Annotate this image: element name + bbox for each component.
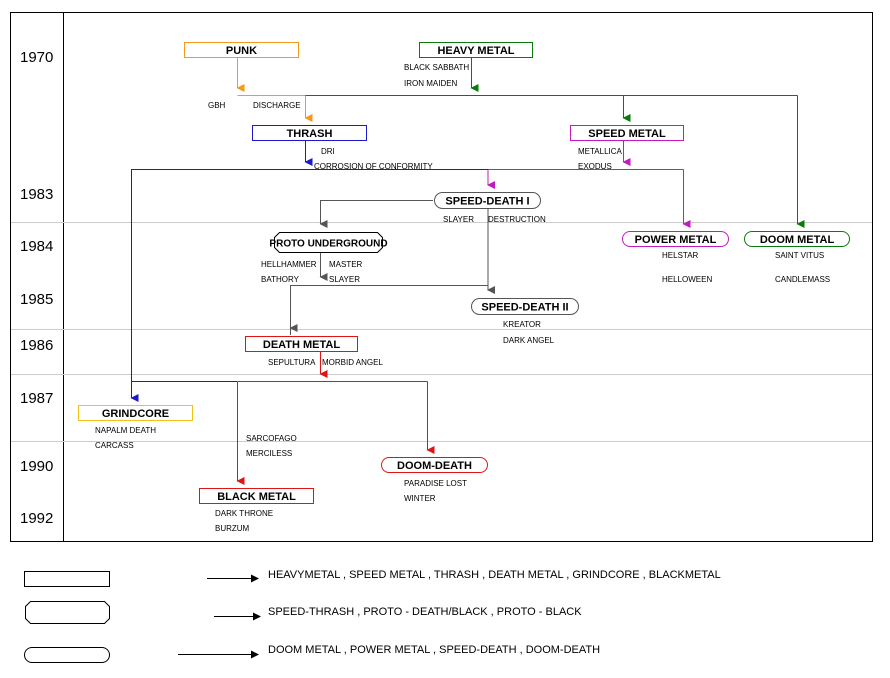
genre-grindcore-label: GRINDCORE <box>102 408 169 420</box>
genre-punk-label: PUNK <box>226 45 257 57</box>
genre-black-metal-label: BLACK METAL <box>217 491 296 503</box>
genre-doom-death-label: DOOM-DEATH <box>397 460 472 472</box>
genre-heavy-metal-label: HEAVY METAL <box>437 45 514 57</box>
band-paradise-lost: PARADISE LOST <box>404 479 467 488</box>
genre-speed-metal: SPEED METAL <box>570 125 684 141</box>
year-1984: 1984 <box>20 238 53 255</box>
band-labels: BLACK SABBATH IRON MAIDEN GBH DISCHARGE … <box>95 63 830 533</box>
genre-speed-metal-label: SPEED METAL <box>588 128 666 140</box>
connector-death-metal <box>236 351 435 485</box>
legend-rectangle-shape <box>24 571 110 587</box>
year-1992: 1992 <box>20 510 53 527</box>
genre-speed-death-1-label: SPEED-DEATH I <box>445 196 529 208</box>
band-dark-angel: DARK ANGEL <box>503 336 555 345</box>
legend-text-1: HEAVYMETAL , SPEED METAL , THRASH , DEAT… <box>268 569 721 581</box>
genre-black-metal: BLACK METAL <box>199 488 314 504</box>
year-1983: 1983 <box>20 186 53 203</box>
genre-speed-death-2: SPEED-DEATH II <box>471 298 579 315</box>
connector-speed-death <box>289 200 495 335</box>
band-hellhammer: HELLHAMMER <box>261 260 317 269</box>
year-1986: 1986 <box>20 337 53 354</box>
band-corrosion-of-conformity: CORROSION OF CONFORMITY <box>314 162 433 171</box>
band-slayer-2: SLAYER <box>329 275 360 284</box>
genre-doom-metal-label: DOOM METAL <box>760 234 835 246</box>
band-bathory: BATHORY <box>261 275 300 284</box>
genre-thrash-label: THRASH <box>287 128 333 140</box>
genre-speed-death-1: SPEED-DEATH I <box>434 192 541 209</box>
year-1987: 1987 <box>20 390 53 407</box>
genre-doom-metal: DOOM METAL <box>744 231 850 247</box>
band-helstar: HELSTAR <box>662 251 699 260</box>
band-master: MASTER <box>329 260 363 269</box>
genre-proto-underground-label: PROTO UNDERGROUND <box>269 239 387 250</box>
legend-item-rounded: DOOM METAL , POWER METAL , SPEED-DEATH ,… <box>24 644 600 663</box>
band-iron-maiden: IRON MAIDEN <box>404 79 458 88</box>
year-labels: 1970 1983 1984 1985 1986 1987 1990 1992 <box>20 49 53 527</box>
legend-item-rectangle: HEAVYMETAL , SPEED METAL , THRASH , DEAT… <box>24 569 721 587</box>
legend-text-2: SPEED-THRASH , PROTO - DEATH/BLACK , PRO… <box>268 606 582 618</box>
genre-thrash: THRASH <box>252 125 367 141</box>
genre-grindcore: GRINDCORE <box>78 405 193 421</box>
year-1985: 1985 <box>20 291 53 308</box>
genre-proto-underground: PROTO UNDERGROUND <box>269 232 388 253</box>
legend: HEAVYMETAL , SPEED METAL , THRASH , DEAT… <box>24 569 721 663</box>
band-napalm-death: NAPALM DEATH <box>95 426 156 435</box>
band-discharge: DISCHARGE <box>253 101 301 110</box>
genre-doom-death: DOOM-DEATH <box>381 457 488 473</box>
band-kreator: KREATOR <box>503 320 541 329</box>
band-slayer-1: SLAYER <box>443 215 474 224</box>
band-metallica: METALLICA <box>578 147 623 156</box>
band-gbh: GBH <box>208 101 226 110</box>
genre-power-metal-label: POWER METAL <box>635 234 717 246</box>
legend-text-3: DOOM METAL , POWER METAL , SPEED-DEATH ,… <box>268 644 600 656</box>
legend-rounded-shape <box>24 647 110 663</box>
band-burzum: BURZUM <box>215 524 250 533</box>
band-merciless: MERCILESS <box>246 449 292 458</box>
genre-punk: PUNK <box>184 42 299 58</box>
connector-thrash <box>130 140 488 402</box>
band-saint-vitus: SAINT VITUS <box>775 251 824 260</box>
band-dark-throne: DARK THRONE <box>215 509 273 518</box>
connector-heavy-metal <box>305 57 805 228</box>
band-candlemass: CANDLEMASS <box>775 275 830 284</box>
genre-power-metal: POWER METAL <box>622 231 729 247</box>
band-dri: DRI <box>321 147 335 156</box>
band-sarcofago: SARCOFAGO <box>246 434 297 443</box>
band-exodus: EXODUS <box>578 162 612 171</box>
band-winter: WINTER <box>404 494 436 503</box>
band-helloween: HELLOWEEN <box>662 275 712 284</box>
band-destruction: DESTRUCTION <box>488 215 546 224</box>
band-black-sabbath: BLACK SABBATH <box>404 63 469 72</box>
genre-heavy-metal: HEAVY METAL <box>419 42 533 58</box>
year-1970: 1970 <box>20 49 53 66</box>
genre-speed-death-2-label: SPEED-DEATH II <box>481 302 568 314</box>
year-gridlines <box>11 222 872 442</box>
diagram-frame <box>10 12 873 542</box>
connector-speed-metal <box>487 140 691 228</box>
genre-death-metal: DEATH METAL <box>245 336 358 352</box>
band-sepultura: SEPULTURA <box>268 358 316 367</box>
year-1990: 1990 <box>20 458 53 475</box>
band-carcass: CARCASS <box>95 441 134 450</box>
legend-item-octagon: SPEED-THRASH , PROTO - DEATH/BLACK , PRO… <box>25 601 582 624</box>
band-morbid-angel: MORBID ANGEL <box>322 358 383 367</box>
genre-death-metal-label: DEATH METAL <box>263 339 340 351</box>
legend-octagon-shape <box>25 601 110 624</box>
